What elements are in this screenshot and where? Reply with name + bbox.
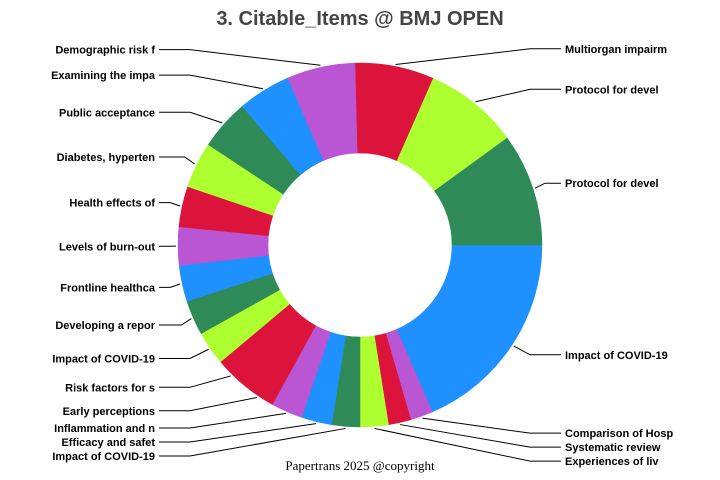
slice-label: Developing a repor — [55, 320, 155, 332]
slice-label: Demographic risk f — [55, 45, 155, 57]
leader-line — [395, 48, 561, 65]
leader-line — [513, 345, 561, 356]
slice-label: Early perceptions — [63, 406, 155, 418]
slice-label: Systematic review — [565, 442, 661, 454]
slice-label: Protocol for devel — [565, 84, 659, 96]
leader-line — [159, 423, 316, 443]
slice-label: Risk factors for s — [65, 382, 155, 394]
pie-slice — [434, 137, 543, 246]
slice-label: Frontline healthca — [60, 282, 156, 294]
slice-label: Health effects of — [69, 198, 155, 210]
pie-slice — [396, 244, 543, 413]
slice-label: Inflammation and n — [54, 423, 155, 435]
leader-line — [159, 318, 192, 326]
slice-label: Levels of burn-out — [59, 241, 155, 253]
leader-line — [159, 156, 196, 165]
slice-label: Public acceptance — [59, 107, 155, 119]
slice-label: Impact of COVID-19 — [52, 353, 155, 365]
leader-line — [159, 74, 263, 90]
leader-line — [159, 202, 181, 207]
leader-line — [475, 88, 561, 103]
leader-line — [159, 427, 346, 457]
leader-lines-group — [159, 48, 561, 462]
leader-line — [159, 283, 181, 288]
leader-line — [534, 182, 561, 189]
slice-label: Comparison of Hosp — [565, 428, 673, 440]
chart-title: 3. Citable_Items @ BMJ OPEN — [216, 8, 503, 30]
slice-label: Experiences of liv — [565, 456, 659, 468]
slice-label: Efficacy and safet — [61, 437, 155, 449]
leader-line — [159, 375, 231, 388]
leader-line — [159, 348, 209, 359]
leader-line — [159, 111, 223, 124]
slice-label: Multiorgan impairm — [565, 44, 667, 56]
slice-label: Protocol for devel — [565, 178, 659, 190]
leader-line — [422, 417, 561, 434]
leader-line — [159, 412, 286, 429]
copyright-footer: Papertrans 2025 @copyright — [285, 458, 435, 473]
slices-group — [177, 62, 543, 428]
slice-label: Impact of COVID-19 — [565, 350, 668, 362]
leader-line — [374, 427, 561, 462]
slice-label: Diabetes, hyperten — [57, 152, 156, 164]
leader-line — [400, 424, 561, 448]
leader-line — [159, 49, 321, 66]
slice-label: Examining the impa — [51, 70, 156, 82]
leader-line — [159, 397, 258, 412]
slice-label: Impact of COVID-19 — [52, 451, 155, 463]
